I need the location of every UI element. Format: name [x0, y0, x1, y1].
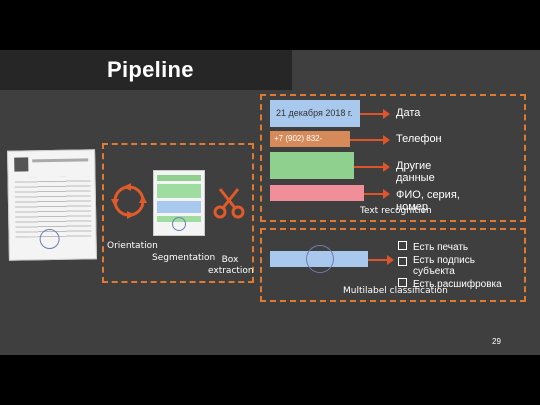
arrow-other	[354, 162, 390, 172]
arrow-classification	[368, 255, 394, 265]
checkbox-icon	[398, 241, 407, 250]
preprocessing-box	[102, 143, 254, 283]
arrow-date	[360, 109, 390, 119]
class-transcript: Есть расшифровка	[398, 278, 502, 290]
multilabel-box	[260, 228, 526, 302]
stamp-region-snippet	[270, 245, 368, 273]
class-stamp: Есть печать	[398, 241, 468, 253]
slide-title: Pipeline	[107, 57, 194, 82]
output-phone: Телефон	[396, 133, 442, 145]
text-recognition-box	[260, 94, 526, 222]
page-number: 29	[492, 337, 501, 346]
scissors-icon	[213, 188, 245, 219]
segmented-document	[153, 170, 205, 236]
source-document	[7, 149, 97, 261]
checkbox-icon	[398, 257, 407, 266]
qr-code-icon	[14, 157, 29, 172]
text-recognition-label: Text recognition	[360, 206, 432, 216]
output-passport: ФИО, серия, номер	[396, 189, 460, 213]
arrow-phone	[350, 135, 390, 145]
class-signature: Есть подпись субъекта	[398, 255, 508, 277]
rotate-cycle-icon	[111, 183, 147, 219]
output-date: Дата	[396, 107, 421, 119]
checkbox-icon	[398, 278, 407, 287]
output-other-data: Другие данные	[396, 160, 435, 184]
stamp-icon	[39, 228, 60, 250]
phone-field-snippet: +7 (902) 832-	[270, 131, 350, 147]
date-field-snippet: 21 декабря 2018 г.	[270, 100, 360, 127]
arrow-passport	[364, 189, 390, 199]
segmentation-label: Segmentation	[152, 253, 216, 263]
other-data-field-snippet	[270, 152, 354, 179]
passport-field-snippet	[270, 185, 364, 201]
box-extraction-label: Box extraction	[208, 255, 254, 276]
orientation-label: Orientation	[107, 241, 158, 251]
multilabel-label: Multilabel classification	[343, 286, 448, 296]
title-bar	[0, 50, 292, 90]
